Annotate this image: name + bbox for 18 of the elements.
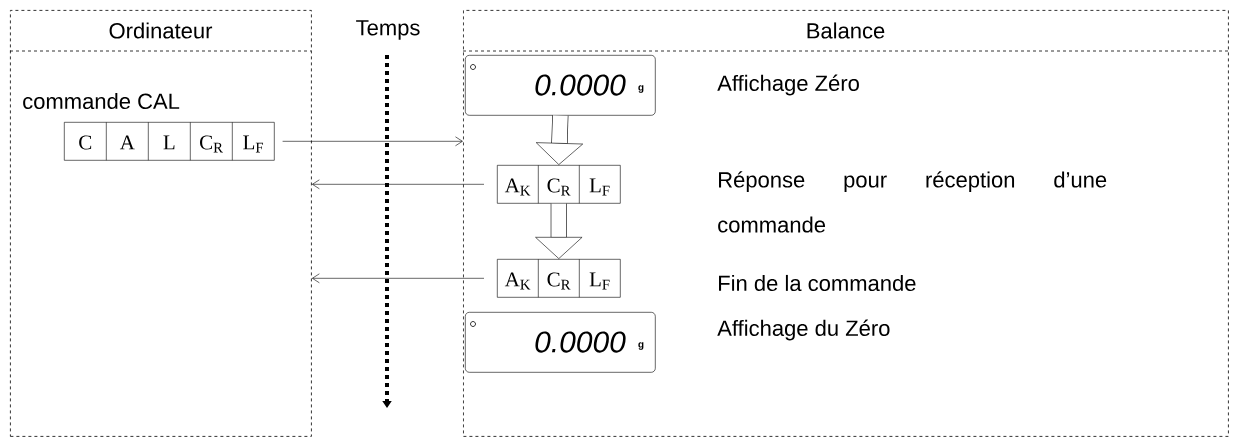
arrow [282, 136, 463, 147]
description-text: Réponse pour réception d’une commande [718, 171, 1107, 233]
character-row: C A L C$_{R}$ L$_{F}$ [64, 122, 275, 161]
panel-heading: Ordinateur [109, 22, 213, 39]
panel-heading: Balance [807, 22, 885, 39]
balance-display: 0.0000 g [465, 312, 656, 373]
character-row: A$_{K}$ C$_{R}$ L$_{F}$ [497, 259, 621, 298]
balance-display: 0.0000 g [465, 55, 656, 116]
axis-label: Temps [356, 20, 420, 40]
arrow [312, 179, 485, 190]
arrow [312, 273, 485, 284]
description-text: Fin de la commande [719, 274, 916, 292]
character-row: A$_{K}$ C$_{R}$ L$_{F}$ [497, 165, 621, 204]
block-arrow [535, 203, 583, 259]
description-text: Affichage Zéro [717, 74, 859, 96]
block-arrow [535, 115, 584, 165]
description-text: commande CAL [23, 92, 180, 110]
description-text: Affichage du Zéro [717, 319, 890, 341]
